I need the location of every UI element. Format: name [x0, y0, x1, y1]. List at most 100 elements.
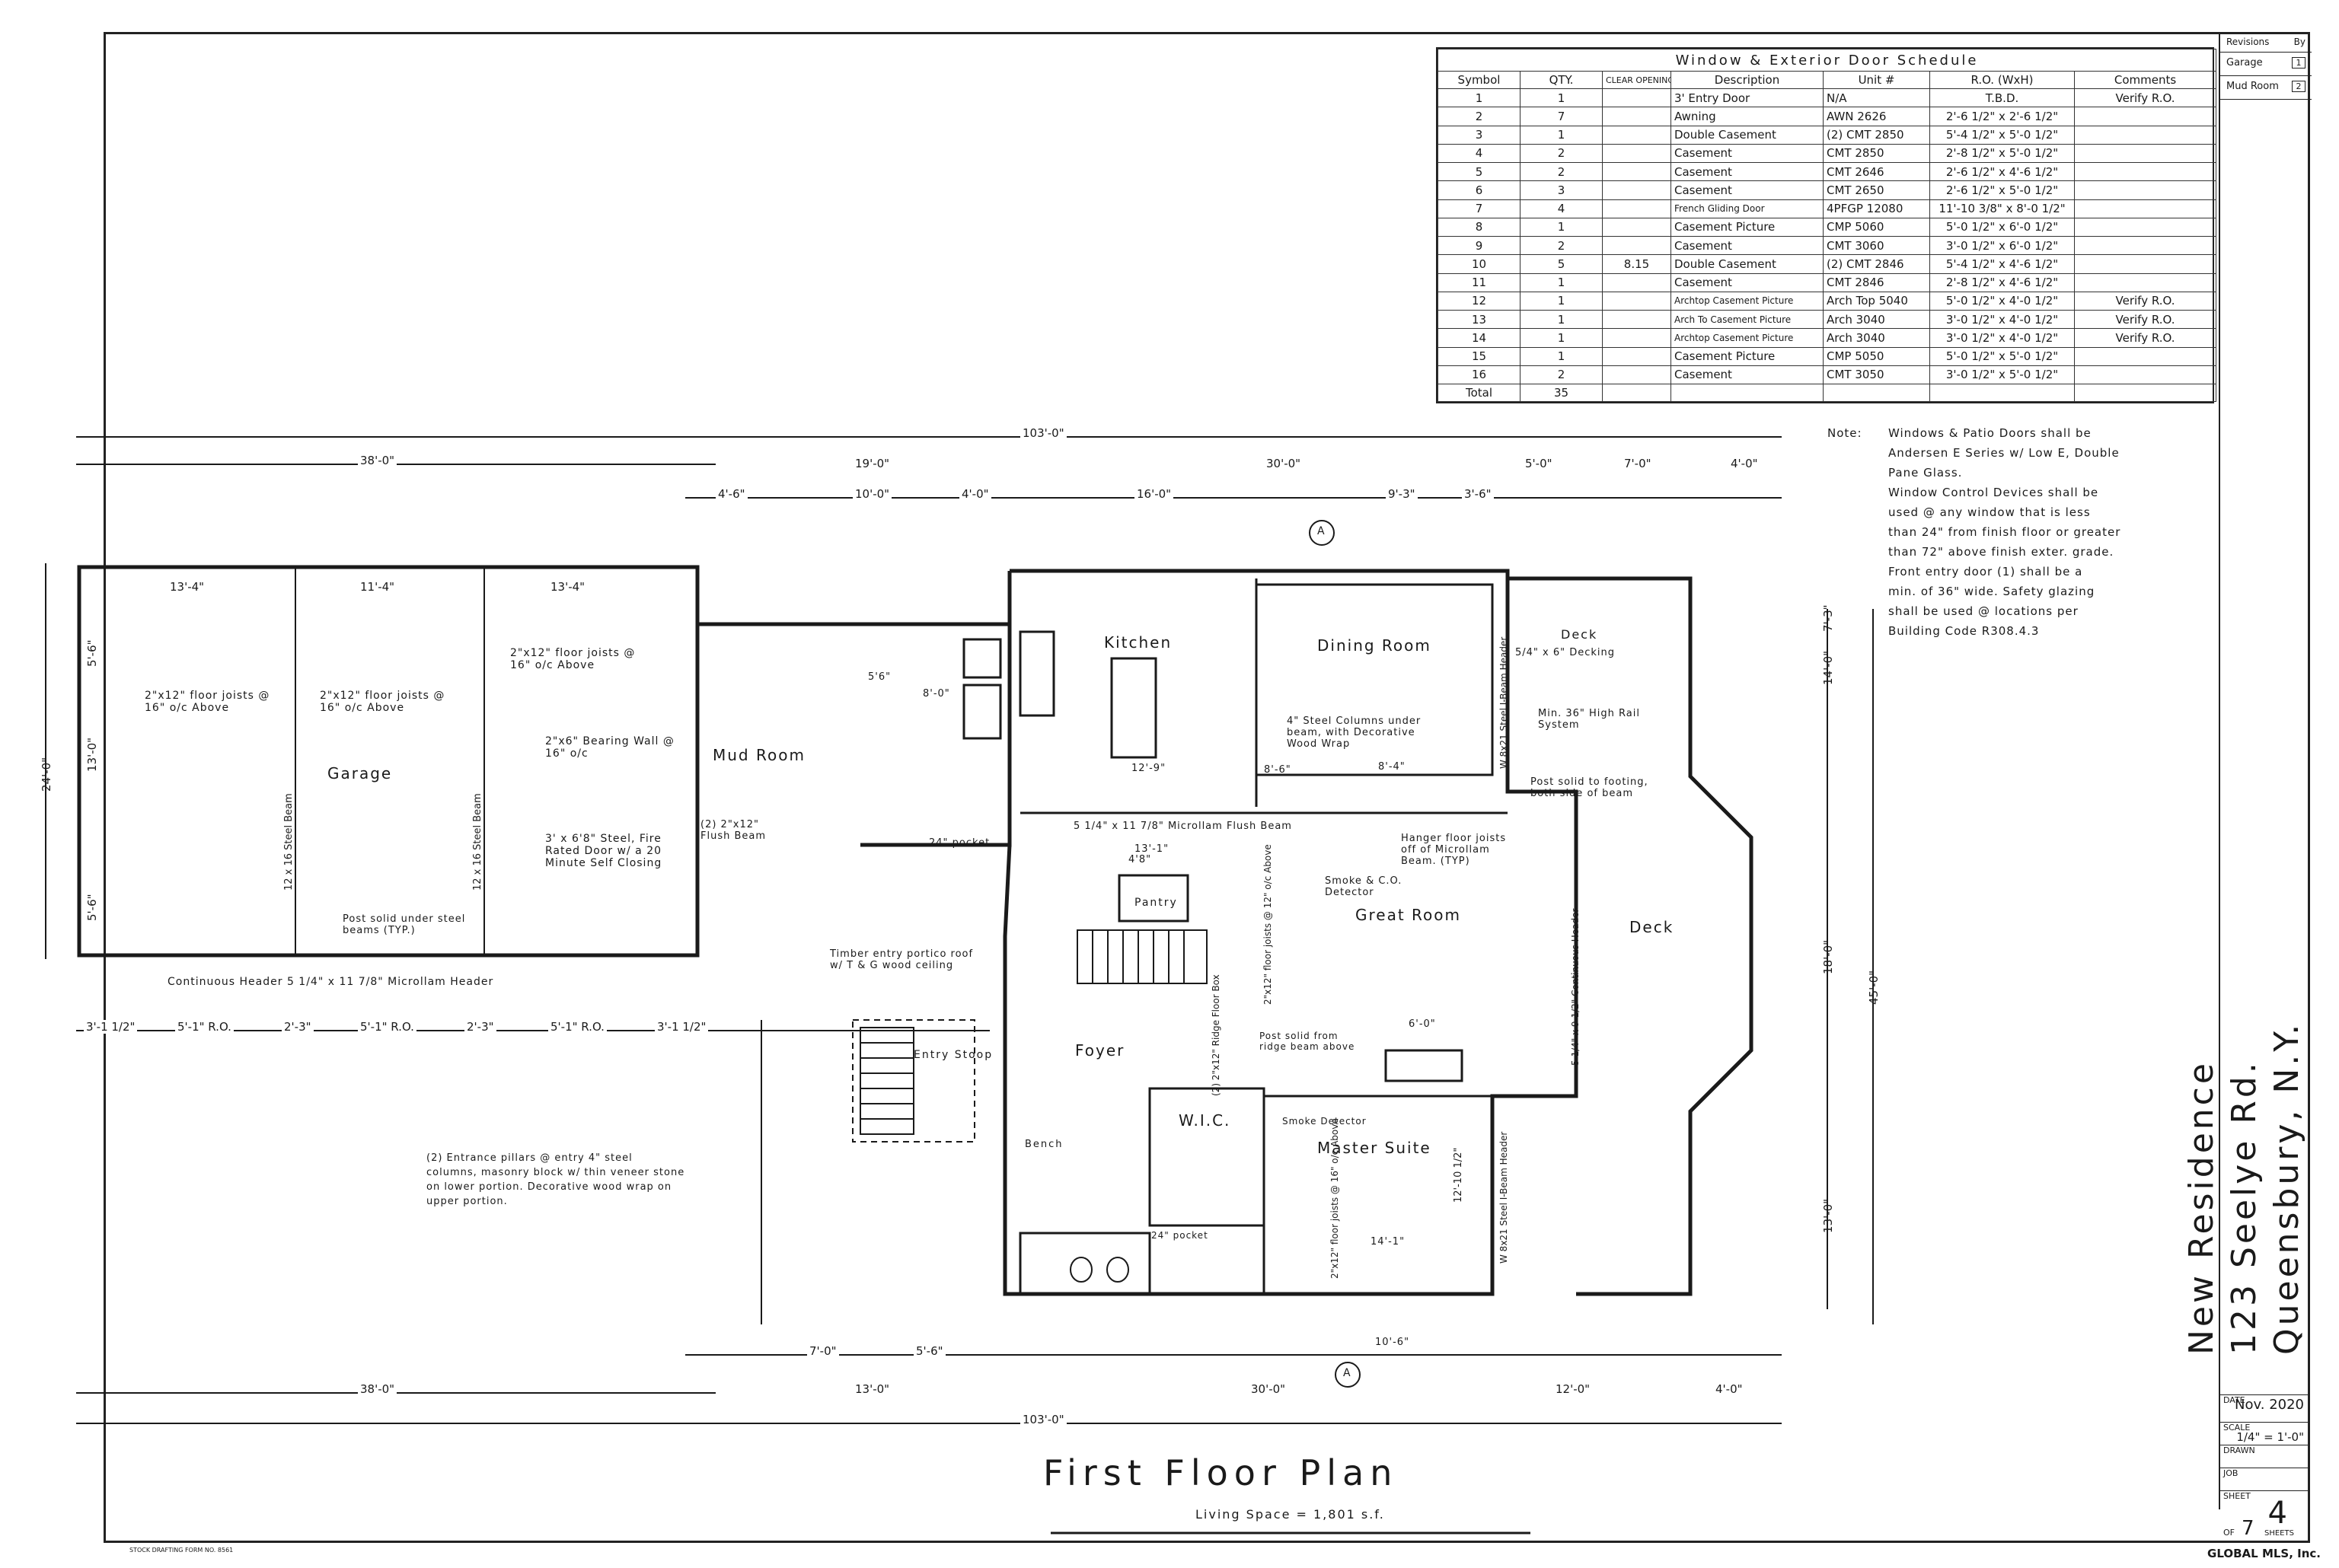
schedule-cell: (2) CMT 2850	[1823, 125, 1930, 145]
fridge	[1019, 630, 1055, 717]
room-bench: Bench	[1025, 1139, 1064, 1150]
note-12-10: 12'-10 1/2"	[1453, 1147, 1464, 1203]
note-decking: 5/4" x 6" Decking	[1515, 647, 1616, 658]
schedule-cell: French Gliding Door	[1670, 199, 1824, 218]
dim-right-7-3: 7'-3"	[1821, 604, 1835, 632]
revision-row: Mud Room 2	[2220, 76, 2312, 100]
dim-bottom-13: 13'-0"	[853, 1382, 892, 1396]
note-6-0: 6'-0"	[1409, 1018, 1436, 1030]
room-pantry: Pantry	[1134, 897, 1178, 909]
drawn-label: DRAWN	[2223, 1445, 2255, 1455]
revision-row: Garage 1	[2220, 53, 2312, 76]
note-line: Andersen E Series w/ Low E, Double	[1888, 446, 2120, 460]
dim-right-18: 18'-0"	[1821, 939, 1835, 974]
schedule-cell: 5'-0 1/2" x 4'-0 1/2"	[1929, 291, 2075, 311]
schedule-cell	[2074, 107, 2216, 126]
dim-garage-depth: 24'-0"	[40, 757, 53, 792]
dim-30: 30'-0"	[1264, 457, 1304, 470]
schedule-cell: CMP 5050	[1823, 346, 1930, 366]
sheet-border	[104, 32, 2310, 1543]
ro-dim-6: 5'-1" R.O.	[548, 1020, 607, 1034]
note-line: Pane Glass.	[1888, 466, 1963, 480]
plan-title: First Floor Plan	[1043, 1452, 1399, 1493]
title-scale: SCALE 1/4" = 1'-0"	[2219, 1422, 2310, 1445]
dim-overall-top: 103'-0"	[1020, 426, 1067, 440]
room-wic: W.I.C.	[1179, 1111, 1231, 1130]
schedule-cell: CMT 3050	[1823, 365, 1930, 385]
dim-garage-bay-2: 11'-4"	[358, 580, 397, 594]
room-kitchen: Kitchen	[1104, 633, 1173, 652]
title-job: JOB	[2219, 1468, 2310, 1490]
dim-3-6: 3'-6"	[1462, 487, 1494, 501]
section-a-top: A	[1317, 525, 1326, 537]
schedule-cell	[2074, 180, 2216, 200]
dim-4-0b: 4'-0"	[959, 487, 991, 501]
schedule-cell: 5'-0 1/2" x 5'-0 1/2"	[1929, 346, 2075, 366]
schedule-cell: 2	[1520, 365, 1603, 385]
note-steel-beam-1: 12 x 16 Steel Beam	[283, 793, 295, 891]
note-line: used @ any window that is less	[1888, 505, 2091, 519]
dim-bottom-12: 12'-0"	[1553, 1382, 1593, 1396]
revisions-title: Revisions	[2226, 37, 2270, 47]
schedule-cell: 1	[1520, 309, 1603, 330]
schedule-cell	[1602, 199, 1671, 218]
schedule-cell: Arch 3040	[1823, 309, 1930, 330]
schedule-cell: 5'-4 1/2" x 5'-0 1/2"	[1929, 125, 2075, 145]
note-rail-system: Min. 36" High Rail System	[1538, 708, 1640, 731]
schedule-cell: (2) CMT 2846	[1823, 254, 1930, 274]
room-deck-upper: Deck	[1561, 627, 1598, 642]
note-10-6: 10'-6"	[1375, 1337, 1410, 1348]
fireplace	[1384, 1049, 1463, 1082]
dim-bottom-4: 4'-0"	[1713, 1382, 1745, 1396]
schedule-cell	[2074, 199, 2216, 218]
range	[962, 638, 1002, 679]
revisions-header: Revisions By	[2220, 32, 2312, 53]
section-mark-top	[1309, 520, 1335, 546]
note-line: than 24" from finish floor or greater	[1888, 525, 2121, 539]
schedule-cell: Arch Top 5040	[1823, 291, 1930, 311]
living-space: Living Space = 1,801 s.f.	[1195, 1507, 1385, 1522]
schedule-cell: Casement	[1670, 143, 1824, 164]
house-outline	[1003, 569, 1578, 1296]
revision-label: Garage	[2226, 57, 2263, 69]
schedule-cell: 2'-8 1/2" x 5'-0 1/2"	[1929, 143, 2075, 164]
schedule-cell	[2074, 254, 2216, 274]
date-label: DATE	[2223, 1395, 2245, 1405]
schedule-cell: 3' Entry Door	[1670, 88, 1824, 108]
note-8-4: 8'-4"	[1378, 761, 1406, 773]
dim-bottom-7-0: 7'-0"	[807, 1344, 839, 1358]
date-value: Nov. 2020	[2235, 1397, 2304, 1413]
schedule-cell: 2'-8 1/2" x 4'-6 1/2"	[1929, 272, 2075, 292]
dim-10: 10'-0"	[853, 487, 892, 501]
schedule-col-header: Comments	[2074, 71, 2216, 89]
dim-right-14: 14'-0"	[1821, 650, 1835, 685]
schedule-cell: 6	[1438, 180, 1521, 200]
schedule-cell: 7	[1520, 107, 1603, 126]
note-microllam: 5 1/4" x 11 7/8" Microllam Flush Beam	[1074, 821, 1292, 832]
schedule-cell: Arch To Casement Picture	[1670, 309, 1824, 330]
note-timber-entry: Timber entry portico roof w/ T & G wood …	[830, 948, 974, 971]
dim-garage-bay-3: 13'-4"	[548, 580, 588, 594]
note-joists-2: 2"x12" floor joists @ 16" o/c Above	[320, 690, 445, 714]
schedule-cell	[1602, 309, 1671, 330]
schedule-cell: Archtop Casement Picture	[1670, 291, 1824, 311]
schedule-cell: 3	[1520, 180, 1603, 200]
address-line-3: Queensbury, N.Y.	[2267, 1021, 2306, 1355]
entry-stoop	[852, 1019, 975, 1143]
note-w8x21-b: W 8x21 Steel I-Beam Header	[1498, 1131, 1509, 1264]
ro-dim-3: 2'-3"	[282, 1020, 314, 1034]
pantry-box	[1118, 874, 1189, 923]
note-steel-columns: 4" Steel Columns under beam, with Decora…	[1287, 715, 1422, 750]
schedule-cell	[2074, 217, 2216, 237]
revision-label: Mud Room	[2226, 81, 2279, 92]
dim-right-45: 45'-0"	[1867, 970, 1881, 1005]
